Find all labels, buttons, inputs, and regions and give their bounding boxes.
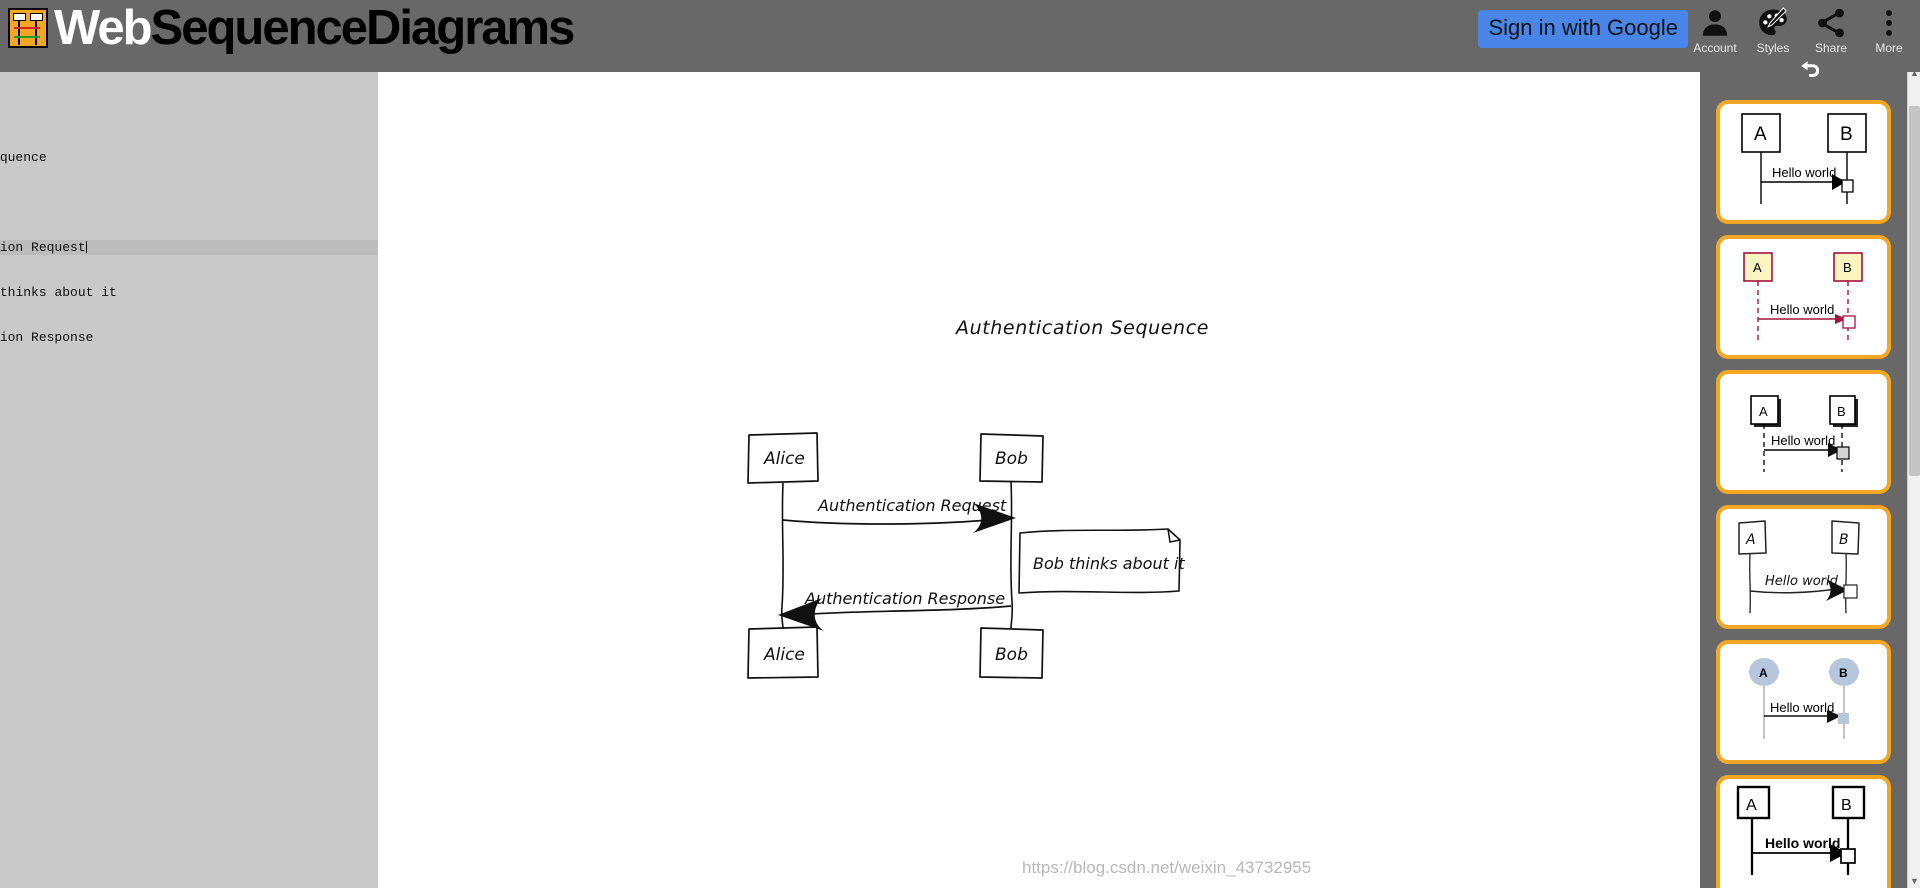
message-label-request: Authentication Request xyxy=(817,496,1007,515)
thumb4-label-b: B xyxy=(1839,532,1849,548)
style-thumbnail-default[interactable]: A B Hello world xyxy=(1716,100,1891,224)
diagram-canvas[interactable]: Authentication Sequence Alice Bob Alice … xyxy=(378,66,1700,888)
share-label: Share xyxy=(1814,41,1848,55)
note-box-bob xyxy=(1018,528,1181,594)
code-line-5-text: Authentication Response xyxy=(0,330,94,345)
account-button[interactable]: Account xyxy=(1686,2,1744,55)
thumb1-label-a: A xyxy=(1754,124,1767,145)
style-thumbnail-qsd[interactable]: A B Hello world xyxy=(1716,370,1891,494)
code-line-2[interactable] xyxy=(0,195,378,210)
code-editor-content[interactable]: tication Sequence Authentication Request… xyxy=(0,120,378,375)
thumb5-label-b: B xyxy=(1839,666,1848,680)
actor-label-bob-top: Bob xyxy=(995,449,1028,469)
actor-box-alice-top xyxy=(747,432,819,484)
thumb2-label-a: A xyxy=(1753,260,1762,275)
logo-arrow-green xyxy=(14,36,40,38)
code-note-rest: : Bob thinks about it xyxy=(0,285,117,300)
app-title-web: Web xyxy=(54,1,153,55)
more-vertical-icon xyxy=(1872,5,1906,41)
code-line-5[interactable]: Authentication Response xyxy=(0,330,378,345)
actor-box-bob-top xyxy=(979,433,1044,483)
thumb3-label-a: A xyxy=(1759,404,1768,419)
sequence-diagram-logo-icon xyxy=(8,8,48,48)
thumb2-message: Hello world xyxy=(1770,302,1834,317)
logo-group[interactable]: WebSequenceDiagrams xyxy=(8,1,576,55)
thumb1-message: Hello world xyxy=(1772,165,1836,180)
undo-row xyxy=(1700,56,1920,84)
code-editor-panel[interactable]: tication Sequence Authentication Request… xyxy=(0,72,378,888)
thumb6-label-a: A xyxy=(1746,797,1757,814)
note-fold-corner xyxy=(1167,528,1181,543)
undo-arrow-icon[interactable] xyxy=(1793,56,1827,84)
message-arrowhead-request xyxy=(973,503,1016,533)
thumb6-label-b: B xyxy=(1841,797,1852,814)
styles-label: Styles xyxy=(1756,41,1790,55)
code-line-1-text: tication Sequence xyxy=(0,150,47,165)
style-thumbnail-rose[interactable]: A B Hello world xyxy=(1716,640,1891,764)
logo-lifeline-left xyxy=(18,20,20,45)
sign-in-with-google-button[interactable]: Sign in with Google xyxy=(1478,10,1688,48)
actor-label-alice-top: Alice xyxy=(763,449,805,469)
app-title-rest: SequenceDiagrams xyxy=(150,1,576,55)
message-label-response: Authentication Response xyxy=(804,589,1005,608)
message-arrowhead-response xyxy=(778,598,824,631)
logo-arrow-red xyxy=(14,27,40,29)
more-label: More xyxy=(1875,41,1903,55)
app-header: WebSequenceDiagrams Sign in with Google … xyxy=(0,0,1920,72)
diagram-title: Authentication Sequence xyxy=(954,317,1209,339)
code-line-1[interactable]: tication Sequence xyxy=(0,150,378,165)
code-line-4[interactable]: f Bob: Bob thinks about it xyxy=(0,285,378,300)
message-line-request xyxy=(782,518,1001,525)
person-icon xyxy=(1698,5,1732,41)
scroll-down-arrow-icon[interactable]: ▼ xyxy=(1910,876,1919,886)
thumb5-message: Hello world xyxy=(1770,700,1834,715)
header-toolbar: Account Styles xyxy=(1686,2,1918,55)
style-panel-scrollbar[interactable]: ▲ ▼ xyxy=(1907,66,1920,888)
thumb5-label-a: A xyxy=(1759,666,1768,680)
style-thumbnail-panel[interactable]: A B Hello world A B xyxy=(1700,66,1920,888)
logo-lifeline-right xyxy=(35,20,37,45)
actor-label-alice-bottom: Alice xyxy=(763,645,805,665)
lifeline-alice xyxy=(780,482,784,630)
thumb2-label-b: B xyxy=(1843,260,1852,275)
style-thumbnail-napkin[interactable]: A B Hello world xyxy=(1716,505,1891,629)
style-thumbnail-roundgreen[interactable]: A B Hello world xyxy=(1716,775,1891,888)
thumb4-message: Hello world xyxy=(1765,574,1839,589)
palette-icon xyxy=(1756,5,1790,41)
styles-button[interactable]: Styles xyxy=(1744,2,1802,55)
actor-box-bob-bottom xyxy=(979,627,1044,679)
text-cursor xyxy=(85,241,87,253)
code-line-3-text: Authentication Request xyxy=(0,240,86,255)
share-nodes-icon xyxy=(1814,5,1848,41)
style-thumbnail-modern-blue[interactable]: A B Hello world xyxy=(1716,235,1891,359)
thumb6-message: Hello world xyxy=(1765,835,1840,851)
lifeline-bob xyxy=(1010,481,1014,629)
actor-label-bob-bottom: Bob xyxy=(995,645,1028,665)
style-thumbnail-list: A B Hello world A B xyxy=(1700,100,1907,888)
thumb3-label-b: B xyxy=(1837,404,1846,419)
sequence-diagram: Authentication Sequence Alice Bob Alice … xyxy=(747,317,1209,679)
note-text-bob: Bob thinks about it xyxy=(1033,554,1185,573)
account-label: Account xyxy=(1693,41,1737,55)
message-line-response xyxy=(795,605,1012,616)
code-line-3-active[interactable]: Authentication Request xyxy=(0,240,378,255)
more-button[interactable]: More xyxy=(1860,2,1918,55)
thumb1-label-b: B xyxy=(1840,124,1853,145)
app-title: WebSequenceDiagrams xyxy=(54,1,576,55)
actor-box-alice-bottom xyxy=(747,626,819,679)
scrollbar-thumb[interactable] xyxy=(1909,106,1920,476)
thumb4-label-a: A xyxy=(1745,532,1756,548)
thumb3-message: Hello world xyxy=(1771,433,1835,448)
share-button[interactable]: Share xyxy=(1802,2,1860,55)
scroll-up-arrow-icon[interactable]: ▲ xyxy=(1910,68,1919,78)
